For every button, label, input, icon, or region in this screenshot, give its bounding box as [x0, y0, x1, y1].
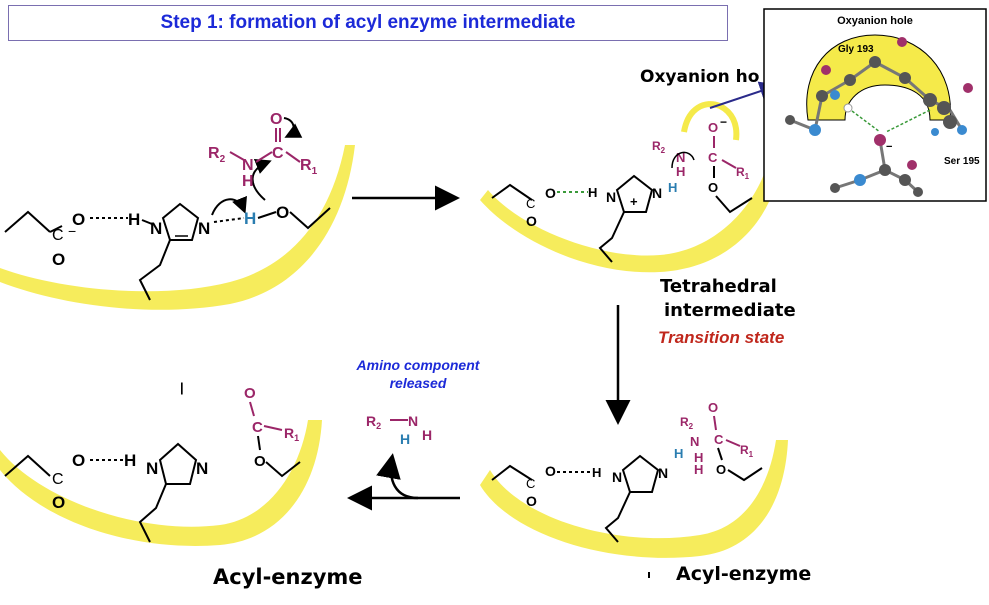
atom-N-sub1: N: [242, 157, 254, 174]
atom-H-his2: H: [588, 185, 597, 200]
atom-N1-his1: N: [150, 219, 162, 238]
released-amine: R2 N H H: [366, 413, 432, 447]
atom-N2-his2: N: [652, 185, 662, 201]
inset-gly-label: Gly 193: [838, 44, 874, 55]
enzyme-band-bottom-right: [480, 440, 788, 558]
enzyme-band-bottom-left: [0, 420, 322, 546]
atom-O-sub4: O: [708, 400, 718, 415]
atom-C-sub1: C: [272, 145, 284, 162]
atom-O-ser2: O: [708, 180, 718, 195]
atom-N-sub4: N: [690, 434, 699, 449]
atom-H-amine-1: H: [400, 431, 410, 447]
atom-N1-his3: N: [146, 459, 158, 478]
atom-H-his3: H: [124, 451, 136, 470]
atom-O-sub2: O: [708, 120, 718, 135]
curved-arrow-icon: [251, 159, 272, 201]
atom-C-asp2: C: [526, 196, 535, 211]
atom-O-asp2a: O: [545, 185, 556, 201]
panel-top-left: C O O − H N N H O R2 N H C O R1: [4, 111, 331, 301]
curved-arrow-icon: [211, 195, 247, 216]
panel-bottom-left: C O O H N N | O C R1 O: [4, 380, 301, 543]
atom-H-his4b: H: [674, 446, 683, 461]
amino-released-label-2: released: [390, 375, 447, 391]
title-box: Step 1: formation of acyl enzyme interme…: [8, 5, 728, 41]
amino-released-label-1: Amino component: [356, 357, 481, 373]
atom-N2-his4: N: [658, 465, 668, 481]
atom-O-acyl3: O: [244, 385, 256, 402]
atom-H-sub4a: H: [694, 450, 703, 465]
atom-R2-sub4: R2: [680, 415, 694, 431]
atom-N2-his1: N: [198, 219, 210, 238]
inset-minus-sign: −: [886, 141, 892, 153]
inset-oxyanion-hole: Oxyanion hole Gly 193 Ser 195: [763, 8, 987, 202]
atom-N1-his4: N: [612, 469, 622, 485]
acyl-enzyme-label-left: Acyl-enzyme: [213, 565, 363, 589]
atom-O-sub1: O: [270, 111, 282, 128]
atom-O-ser4: O: [716, 462, 726, 477]
atom-O-asp3b: O: [52, 493, 65, 512]
atom-R2-sub1: R2: [208, 145, 226, 165]
atom-H-sub1: H: [242, 173, 254, 190]
atom-N-amine: N: [408, 413, 418, 429]
tetrahedral-label-1: Tetrahedral: [660, 276, 777, 297]
atom-H-ser1: H: [244, 209, 256, 228]
atom-C-acyl3: C: [252, 419, 263, 436]
atom-O-asp4a: O: [545, 463, 556, 479]
page-title: Step 1: formation of acyl enzyme interme…: [160, 12, 576, 33]
panel-bottom-right: C O O H N N H R2 N H H O C R1 O: [491, 400, 763, 543]
atom-O-ser3: O: [254, 453, 266, 470]
atom-O-asp4b: O: [526, 493, 537, 509]
atom-H-his1: H: [128, 210, 140, 229]
curved-arrow-icon: [376, 453, 419, 500]
atom-O-asp1a: O: [72, 210, 85, 229]
atom-H-his2b: H: [668, 180, 677, 195]
atom-N1-his2: N: [606, 189, 616, 205]
curved-arrow-icon: [283, 117, 303, 138]
atom-N-sub2: N: [676, 150, 685, 165]
atom-O-asp2b: O: [526, 213, 537, 229]
atom-O-asp3a: O: [72, 451, 85, 470]
oxyanion-hole-label: Oxyanion ho: [640, 67, 759, 87]
atom-C-asp1: C: [52, 227, 64, 244]
atom-C-sub4: C: [714, 432, 724, 447]
tetrahedral-label-2: intermediate: [664, 300, 796, 321]
atom-N2-his3: N: [196, 459, 208, 478]
atom-R2-sub2: R2: [652, 139, 666, 155]
atom-O-asp1b: O: [52, 250, 65, 269]
plus-sign: +: [630, 194, 638, 209]
atom-R1-acyl3: R1: [284, 425, 299, 443]
minus-sign-asp1: −: [68, 223, 76, 239]
atom-C-asp3: C: [52, 471, 64, 488]
transition-state-label: Transition state: [658, 328, 784, 347]
tick-mark: |: [180, 380, 184, 395]
oxyanion-arc-top: [681, 101, 740, 141]
atom-R1-sub1: R1: [300, 157, 318, 177]
atom-R1-sub4: R1: [740, 443, 754, 459]
minus-sign-oxyanion: −: [720, 115, 727, 129]
atom-C-asp4: C: [526, 476, 535, 491]
atom-C-sub2: C: [708, 150, 718, 165]
enzyme-band-top-right: [480, 155, 782, 273]
enzyme-band-top-left: [0, 145, 355, 310]
acyl-enzyme-label-right: Acyl-enzyme: [676, 563, 811, 585]
atom-R2-amine: R2: [366, 413, 381, 431]
atom-H-his4: H: [592, 465, 601, 480]
inset-title: Oxyanion hole: [837, 15, 913, 27]
atom-H-sub2: H: [676, 164, 685, 179]
atom-H-amine-2: H: [422, 427, 432, 443]
inset-ser-label: Ser 195: [944, 156, 980, 167]
atom-R1-sub2: R1: [736, 165, 750, 181]
atom-O-ser1: O: [276, 203, 289, 222]
atom-H-sub4b: H: [694, 462, 703, 477]
panel-top-right: C O O H N + N H R2 N H C O − R1 O: [491, 115, 753, 263]
